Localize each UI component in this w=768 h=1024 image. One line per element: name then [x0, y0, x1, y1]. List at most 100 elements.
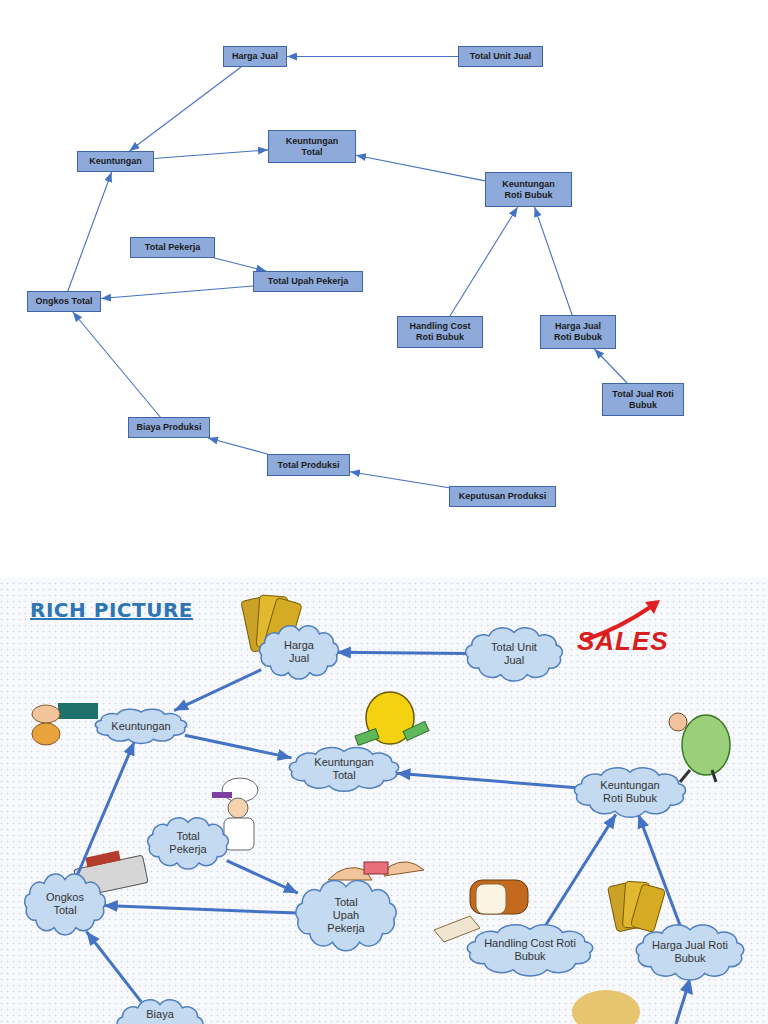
text-holder: Keuntungan: [81, 156, 151, 167]
cloud-shape: [467, 925, 592, 976]
person-head: [669, 713, 687, 731]
arrow-connector: [350, 472, 449, 488]
cloud-shape: [574, 768, 685, 817]
process-box: Harga Jual Roti Bubuk: [540, 315, 616, 349]
partial-connector: [676, 992, 686, 1024]
node-label: Harga Jual Roti Bubuk: [550, 321, 606, 343]
cloud-node: Total Unit Jual: [460, 626, 568, 682]
cloud-node: Ongkos Total: [20, 872, 110, 936]
process-box: Total Jual Roti Bubuk: [602, 383, 684, 416]
node-label: Biaya Produksi: [130, 422, 208, 433]
arrow-connector: [356, 155, 485, 181]
node-label: Ongkos Total: [29, 296, 99, 307]
bread-slice: [476, 884, 506, 914]
arrow-connector: [638, 814, 680, 927]
text-holder: Total Upah Pekerja: [324, 896, 369, 935]
node-label: Total Pekerja: [166, 830, 211, 856]
text-holder: Keuntungan: [101, 720, 181, 733]
arrow-connector: [214, 258, 266, 271]
arrow-connector: [227, 861, 298, 893]
arrow-connector: [154, 150, 268, 159]
text-holder: Harga Jual Roti Bubuk: [648, 939, 733, 965]
arrow-connector: [77, 741, 135, 876]
text-holder: Handling Cost Roti Bubuk: [483, 937, 578, 963]
chef-body: [224, 818, 254, 850]
text-holder: Handling Cost Roti Bubuk: [402, 321, 478, 343]
process-box: Biaya Produksi: [128, 417, 210, 438]
node-label: Ongkos Total: [43, 891, 88, 917]
process-box: Total Produksi: [267, 454, 350, 476]
banknote: [364, 862, 388, 874]
node-label: Total Upah Pekerja: [258, 276, 358, 287]
text-holder: Ongkos Total: [29, 296, 99, 307]
arrow-connector: [101, 286, 253, 298]
process-box: Ongkos Total: [27, 291, 101, 312]
process-box: Total Unit Jual: [458, 46, 543, 67]
person-legs: [680, 770, 716, 782]
node-label: Total Pekerja: [133, 242, 213, 253]
cloud-node: Keuntungan: [90, 708, 192, 744]
money-bag: [32, 723, 60, 745]
cloud-shape: [25, 874, 106, 935]
banknote: [403, 721, 429, 740]
arrow-connector: [535, 207, 573, 315]
text-holder: Total Pekerja: [133, 242, 213, 253]
arrow-connector: [174, 670, 261, 711]
arrow-connector: [337, 652, 468, 653]
process-box: Total Upah Pekerja: [253, 271, 363, 292]
text-holder: Ongkos Total: [43, 891, 88, 917]
arrow-connector: [287, 56, 458, 57]
arrow-connector: [450, 207, 518, 316]
text-holder: Keuntungan Total: [309, 756, 379, 782]
text-holder: Total Unit Jual: [485, 641, 543, 667]
cloud-node: Keuntungan Roti Bubuk: [568, 766, 692, 818]
text-holder: Total Pekerja: [166, 830, 211, 856]
text-holder: Harga Jual: [225, 51, 285, 62]
node-label: Keputusan Produksi: [453, 491, 553, 502]
arrow-connector: [86, 932, 141, 1002]
sales-arrowhead: [645, 600, 660, 614]
process-box: Keuntungan Total: [268, 130, 356, 163]
node-label: Handling Cost Roti Bubuk: [402, 321, 478, 343]
node-label: Keuntungan Total: [282, 136, 342, 158]
cash-register-display: [85, 851, 120, 868]
process-box: Keuntungan: [77, 151, 154, 172]
cloud-node: Handling Cost Roti Bubuk: [460, 923, 600, 977]
text-holder: Total Produksi: [270, 460, 348, 471]
arrow-connector: [396, 773, 576, 787]
node-label: Biaya: [140, 1008, 180, 1021]
node-label: Total Jual Roti Bubuk: [606, 389, 680, 411]
banknote: [630, 884, 665, 933]
dotted-grid: [0, 578, 768, 1024]
node-label: Total Unit Jual: [461, 51, 541, 62]
text-holder: Keuntungan Total: [282, 136, 342, 158]
cloud-shape: [260, 626, 339, 679]
money-bag: [682, 715, 730, 775]
cloud-node: Keuntungan Total: [283, 746, 405, 792]
text-holder: Keuntungan Roti Bubuk: [496, 179, 562, 201]
process-box: Handling Cost Roti Bubuk: [397, 316, 483, 348]
text-holder: Keuntungan Roti Bubuk: [591, 779, 669, 805]
text-holder: Harga Jual: [279, 639, 319, 665]
text-holder: Biaya Produksi: [130, 422, 208, 433]
crumbs: [572, 990, 640, 1024]
banknote: [355, 729, 379, 746]
tray: [212, 792, 232, 798]
node-label: Keuntungan Roti Bubuk: [496, 179, 562, 201]
bread: [470, 880, 528, 914]
cloud-node: Total Upah Pekerja: [290, 878, 402, 952]
cloud-shape: [296, 880, 396, 950]
text-holder: Total Jual Roti Bubuk: [606, 389, 680, 411]
arrow-connector: [104, 906, 298, 914]
toast: [434, 916, 480, 942]
arrow-connector: [73, 312, 161, 417]
sales-label: SALES: [577, 626, 669, 657]
cloud-node: Biaya: [112, 998, 208, 1024]
text-holder: Total Upah Pekerja: [258, 276, 358, 287]
node-label: Harga Jual Roti Bubuk: [648, 939, 733, 965]
hand: [384, 862, 424, 876]
cloud-node: Harga Jual Roti Bubuk: [630, 923, 750, 981]
node-label: Harga Jual: [225, 51, 285, 62]
arrow-connector: [185, 735, 292, 758]
node-label: Total Upah Pekerja: [324, 896, 369, 935]
